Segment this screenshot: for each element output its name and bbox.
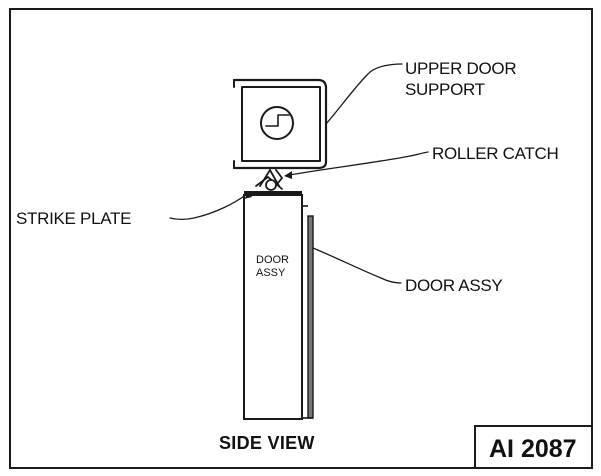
- arrow-strike-plate: [244, 192, 252, 199]
- figure-id-box: [474, 425, 593, 469]
- callout-upper-door-support-line1: UPPER DOOR: [405, 59, 516, 78]
- door-panel-label-line1: DOOR: [256, 254, 289, 266]
- leader-strike-plate: [169, 193, 248, 221]
- arrow-roller-catch: [284, 171, 292, 179]
- upper-door-support: [232, 78, 328, 170]
- leader-upper-door-support: [325, 63, 403, 125]
- figure-id: AI 2087: [489, 435, 577, 463]
- door-panel-label-line2: ASSY: [256, 267, 286, 279]
- strike-plate: [244, 191, 302, 195]
- view-caption: SIDE VIEW: [219, 433, 315, 453]
- roller-catch: [255, 168, 284, 191]
- diagram-frame: [9, 8, 593, 469]
- callout-upper-door-support-line2: SUPPORT: [405, 80, 485, 99]
- leader-roller-catch: [288, 151, 429, 176]
- callout-strike-plate: STRIKE PLATE: [16, 209, 131, 228]
- door-assembly: [243, 194, 314, 420]
- arrowheads: [244, 171, 292, 199]
- callout-roller-catch: ROLLER CATCH: [432, 144, 558, 163]
- callout-door-assy: DOOR ASSY: [405, 276, 502, 295]
- leader-door-assy: [312, 247, 402, 284]
- leader-lines: [169, 63, 429, 284]
